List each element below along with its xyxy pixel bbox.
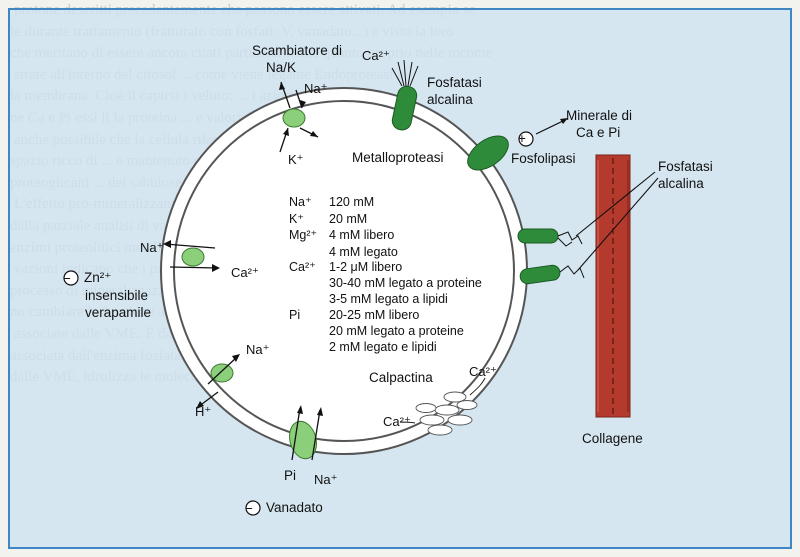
composition-value: 4 mM libero bbox=[329, 228, 394, 242]
composition-value: 2 mM legato e lipidi bbox=[329, 340, 437, 354]
composition-ion: Na⁺ bbox=[289, 195, 312, 209]
composition-value: 20 mM bbox=[329, 212, 367, 226]
composition-ion: Mg²⁺ bbox=[289, 228, 317, 242]
composition-ion: Ca²⁺ bbox=[289, 260, 316, 274]
calpactin bbox=[399, 377, 486, 436]
ca-calpactin-label-1: Ca²⁺ bbox=[469, 364, 497, 379]
alk-phos-top-label-1: Fosfatasi bbox=[427, 75, 482, 90]
ca-calpactin-label-2: Ca²⁺ bbox=[383, 414, 411, 429]
insensitive-label-1: insensibile bbox=[85, 288, 148, 303]
alk-phos-top-label-2: alcalina bbox=[427, 92, 473, 107]
na-ca-exchanger bbox=[163, 240, 220, 272]
pi-bottom-label: Pi bbox=[284, 468, 296, 483]
collagen-fiber bbox=[595, 154, 631, 418]
minus-sign-vanadate: − bbox=[245, 501, 253, 516]
zn-label: Zn²⁺ bbox=[84, 270, 111, 285]
exchanger-label-1: Scambiatore di bbox=[252, 43, 342, 58]
composition-value: 20 mM legato a proteine bbox=[329, 324, 464, 338]
na-k-exchanger bbox=[279, 81, 319, 153]
composition-ion: K⁺ bbox=[289, 212, 304, 226]
ca-top-label: Ca²⁺ bbox=[362, 48, 390, 63]
composition-ion: Pi bbox=[289, 308, 300, 322]
na-top-label: Na⁺ bbox=[304, 81, 327, 96]
metalloprotease bbox=[467, 135, 509, 171]
alk-phos-right-label-2: alcalina bbox=[658, 176, 704, 191]
phospholipase-label: Fosfolipasi bbox=[511, 151, 576, 166]
composition-table: Na⁺ 120 mM K⁺ 20 mM Mg²⁺ 4 mM libero 4 mM lega… bbox=[289, 195, 482, 354]
na-lower-left-label: Na⁺ bbox=[246, 342, 269, 357]
composition-value: 3-5 mM legato a lipidi bbox=[329, 292, 448, 306]
composition-value: 30-40 mM legato a proteine bbox=[329, 276, 482, 290]
mineral-label-2: Ca e Pi bbox=[576, 125, 620, 140]
mineral-label-1: Minerale di bbox=[566, 108, 632, 123]
alkaline-phosphatase-top bbox=[391, 59, 419, 131]
plus-sign: + bbox=[518, 131, 526, 146]
composition-value: 120 mM bbox=[329, 195, 374, 209]
composition-value: 1-2 μM libero bbox=[329, 260, 402, 274]
na-bottom-label: Na⁺ bbox=[314, 472, 337, 487]
alkaline-phosphatase-right bbox=[517, 171, 659, 285]
minus-circle-vanadate bbox=[245, 500, 261, 516]
vesicle-membrane bbox=[160, 87, 528, 455]
k-top-label: K⁺ bbox=[288, 152, 304, 167]
insensitive-label-2: verapamile bbox=[85, 305, 151, 320]
na-left-label: Na⁺ bbox=[140, 240, 163, 255]
minus-sign-zn: − bbox=[63, 271, 71, 286]
ca-left-label: Ca²⁺ bbox=[231, 265, 259, 280]
metalloprotease-label: Metalloproteasi bbox=[352, 150, 444, 165]
alk-phos-right-label-1: Fosfatasi bbox=[658, 159, 713, 174]
minus-circle-zn bbox=[63, 270, 79, 286]
calpactin-label: Calpactina bbox=[369, 370, 433, 385]
mineral-activation bbox=[518, 118, 568, 147]
collagen-label: Collagene bbox=[582, 431, 643, 446]
composition-value: 4 mM legato bbox=[329, 245, 398, 259]
h-label: H⁺ bbox=[195, 404, 211, 419]
na-h-exchanger bbox=[196, 354, 240, 409]
exchanger-label-2: Na/K bbox=[266, 60, 296, 75]
composition-value: 20-25 mM libero bbox=[329, 308, 419, 322]
vanadate-label: Vanadato bbox=[266, 500, 323, 515]
pi-na-cotransporter bbox=[289, 405, 323, 461]
